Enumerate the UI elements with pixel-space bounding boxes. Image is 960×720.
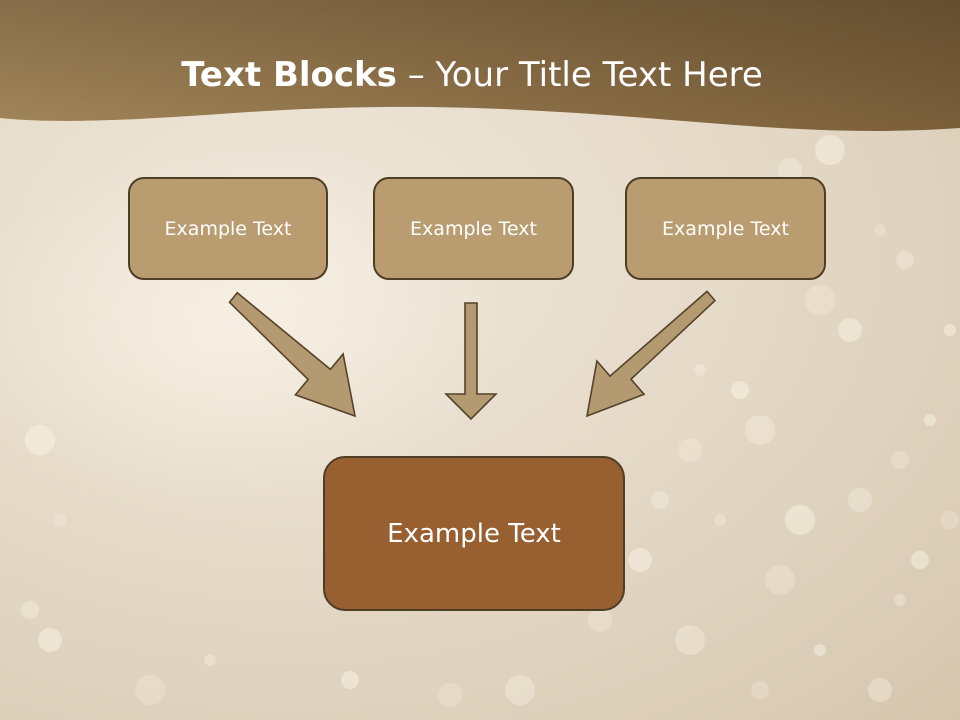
flower-speck	[896, 251, 914, 269]
flower-speck	[135, 675, 165, 705]
flower-speck	[894, 594, 906, 606]
flower-speck	[694, 364, 706, 376]
flower-speck	[341, 671, 359, 689]
source-box-3-label: Example Text	[662, 217, 789, 240]
flower-speck	[714, 514, 726, 526]
flower-speck	[765, 565, 795, 595]
flower-speck	[891, 451, 909, 469]
flower-speck	[805, 285, 835, 315]
slide-title: Text Blocks – Your Title Text Here	[0, 52, 944, 98]
flower-speck	[54, 514, 66, 526]
arrow-left-diagonal	[228, 291, 357, 418]
flower-speck	[874, 224, 886, 236]
flower-speck	[924, 414, 936, 426]
flower-speck	[204, 654, 216, 666]
title-rest: – Your Title Text Here	[396, 55, 763, 95]
flower-speck	[868, 678, 892, 702]
flower-speck	[731, 381, 749, 399]
flower-speck	[838, 318, 862, 342]
flower-speck	[814, 644, 826, 656]
arrow-center-down	[444, 302, 498, 421]
source-box-1[interactable]: Example Text	[128, 177, 328, 280]
flower-speck	[815, 135, 845, 165]
flower-speck	[745, 415, 775, 445]
flower-speck	[21, 601, 39, 619]
flower-speck	[38, 628, 62, 652]
arrow-right-diagonal	[585, 290, 717, 418]
result-box[interactable]: Example Text	[323, 456, 625, 611]
source-box-1-label: Example Text	[164, 217, 292, 240]
flower-speck	[751, 681, 769, 699]
flower-speck	[941, 511, 959, 529]
flower-speck	[944, 324, 956, 336]
flower-speck	[785, 505, 815, 535]
flower-speck	[438, 683, 462, 707]
flower-speck	[25, 425, 55, 455]
title-bold: Text Blocks	[181, 55, 397, 95]
flower-speck	[848, 488, 872, 512]
source-box-3[interactable]: Example Text	[625, 177, 826, 280]
flower-speck	[651, 491, 669, 509]
flower-speck	[678, 438, 702, 462]
flower-speck	[628, 548, 652, 572]
flower-speck	[778, 158, 802, 182]
source-box-2-label: Example Text	[410, 217, 537, 240]
source-box-2[interactable]: Example Text	[373, 177, 574, 280]
flower-speck	[675, 625, 705, 655]
flower-speck	[588, 608, 612, 632]
flower-speck	[505, 675, 535, 705]
flower-speck	[911, 551, 929, 569]
result-box-label: Example Text	[387, 518, 561, 549]
